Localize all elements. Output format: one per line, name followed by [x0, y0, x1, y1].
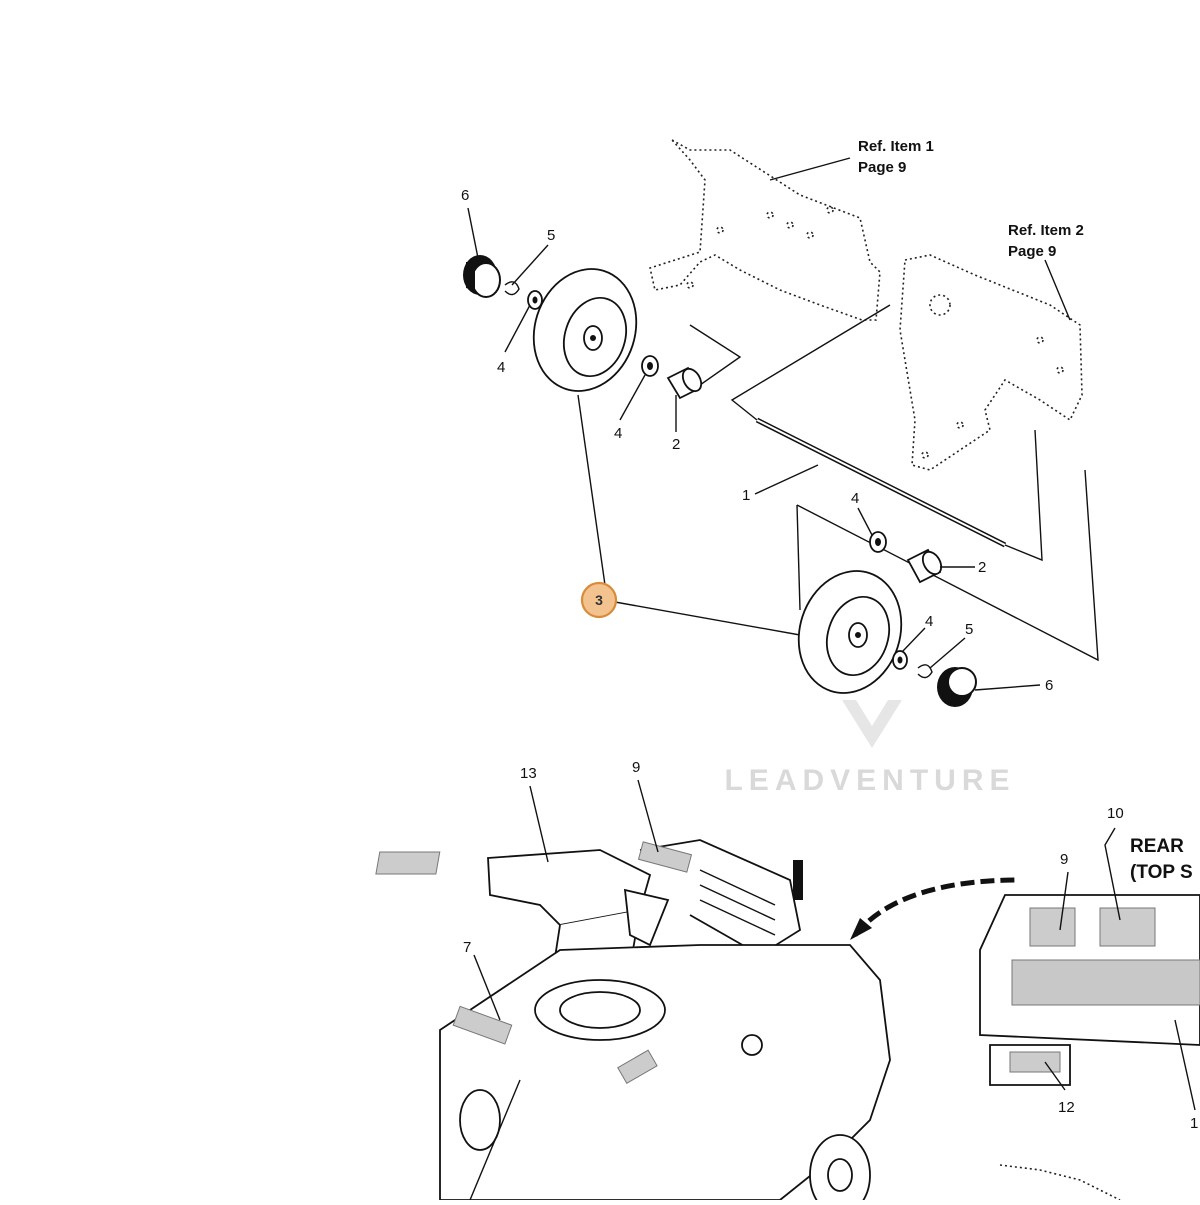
ref-item-2-page: Page 9 [1008, 243, 1056, 260]
bushing-2-lower [906, 548, 943, 584]
callout-2-upper: 2 [672, 436, 680, 453]
callout-5-upper: 5 [547, 227, 555, 244]
ref-item-1-page: Page 9 [858, 159, 906, 176]
hub-cap-6-lower [937, 667, 977, 707]
rear-panel-dotted-edge [999, 1164, 1121, 1201]
callout-5-lower: 5 [965, 621, 973, 638]
callout-2-lower: 2 [978, 559, 986, 576]
clip-5-lower [917, 664, 933, 679]
wheel-upper [532, 268, 638, 392]
callout-10: 10 [1107, 805, 1124, 822]
rear-panel [979, 894, 1200, 1086]
curved-arrow [853, 877, 1021, 937]
hotspot-callout-3[interactable]: 3 [580, 581, 618, 619]
washer-4-mid [869, 531, 887, 553]
callout-labels-lower: 13 9 10 9 7 12 1 REAR (TOP S [463, 759, 1198, 1132]
hub-cap-6-upper [463, 255, 501, 298]
washer-4-left [527, 290, 543, 310]
clip-5-upper [504, 281, 520, 296]
hotspot-3-label: 3 [595, 592, 603, 608]
axle-rod [755, 417, 1007, 548]
frame-plate-ref-1 [649, 139, 881, 321]
washer-4-lower [892, 650, 908, 670]
wheel-lower [797, 570, 903, 694]
ref-item-1-label: Ref. Item 1 [858, 138, 934, 155]
callout-4-left: 4 [497, 359, 505, 376]
leader-lines-lower [469, 779, 1196, 1201]
arrow-head [850, 918, 872, 940]
watermark-logo: LEADVENTURE [724, 700, 1015, 797]
callout-6-lower: 6 [1045, 677, 1053, 694]
callout-4-lower: 4 [925, 613, 933, 630]
rear-label-sub: (TOP S [1130, 862, 1193, 883]
ref-item-2-label: Ref. Item 2 [1008, 222, 1084, 239]
washer-4-upper [641, 355, 659, 377]
callout-4-mid: 4 [851, 490, 859, 507]
callout-1: 1 [742, 487, 750, 504]
callout-7: 7 [463, 939, 471, 956]
assembly-lines [577, 304, 1099, 662]
callout-13: 13 [520, 765, 537, 782]
callout-4-upper: 4 [614, 425, 622, 442]
callout-9-rear: 9 [1060, 851, 1068, 868]
callout-labels-upper: Ref. Item 1 Page 9 Ref. Item 2 Page 9 6 … [461, 138, 1084, 694]
callout-6-upper: 6 [461, 187, 469, 204]
frame-plate-ref-2 [899, 254, 1083, 471]
watermark-text: LEADVENTURE [724, 764, 1015, 797]
callout-1-rear: 1 [1190, 1115, 1198, 1132]
leader-lines [467, 157, 1071, 691]
machine-body [375, 839, 891, 1205]
callout-12: 12 [1058, 1099, 1075, 1116]
bushing-2-upper [666, 366, 703, 400]
rear-label: REAR [1130, 836, 1184, 857]
callout-9-upper: 9 [632, 759, 640, 776]
